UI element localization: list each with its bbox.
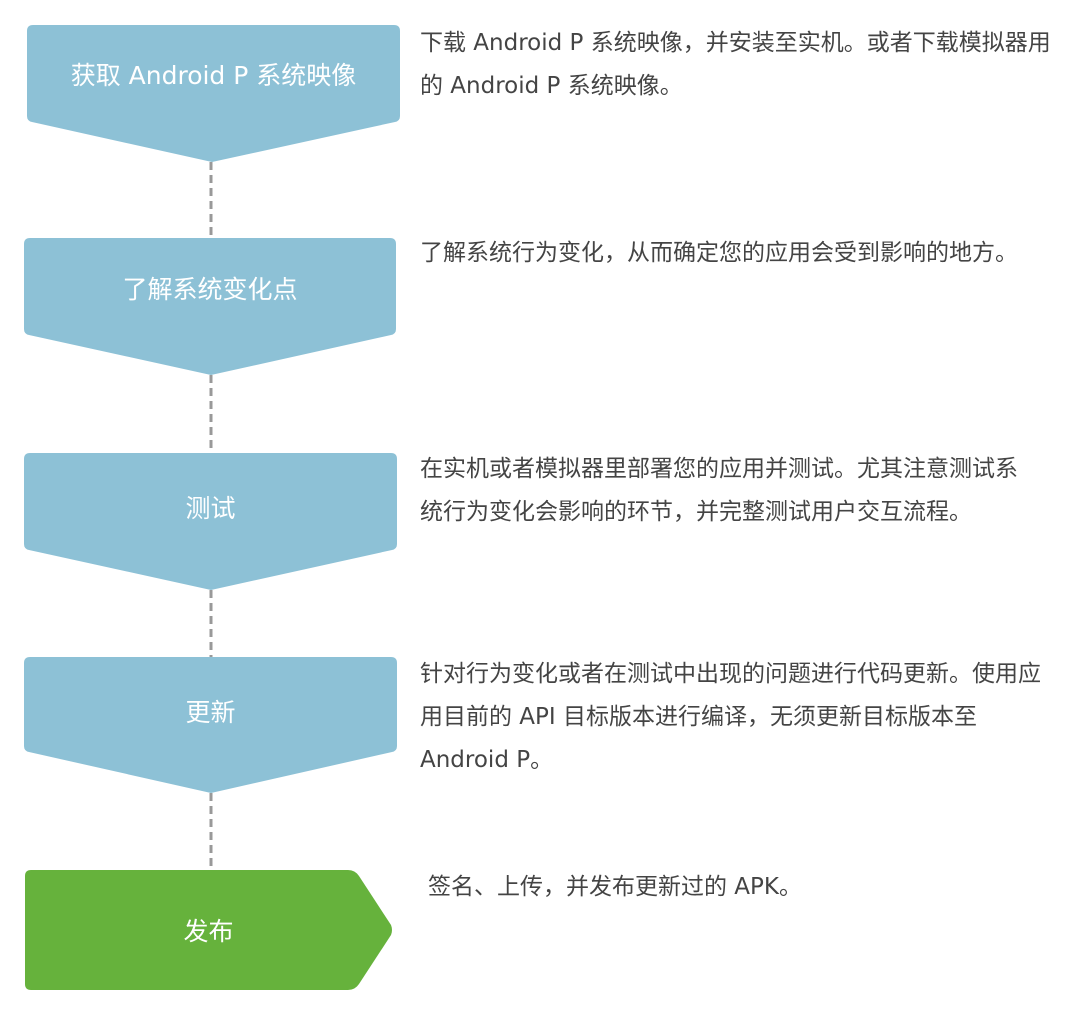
step-label-5: 发布 [183,917,234,946]
step-description-2: 了解系统行为变化，从而确定您的应用会受到影响的地方。 [420,240,1018,266]
step-label-4: 更新 [185,698,236,727]
step-shape-5 [25,870,392,990]
step-description-4: 针对行为变化或者在测试中出现的问题进行代码更新。使用应用目前的 API 目标版本… [420,661,1041,773]
step-shape-4 [24,657,397,793]
step-description-5: 签名、上传，并发布更新过的 APK。 [428,874,802,900]
step-label-2: 了解系统变化点 [122,275,298,304]
step-description-1: 下载 Android P 系统映像，并安装至实机。或者下载模拟器用的 Andro… [420,30,1051,99]
step-shape-3 [24,453,397,590]
step-label-1: 获取 Android P 系统映像 [70,60,357,90]
step-label-3: 测试 [185,494,236,523]
step-shape-1 [27,25,400,162]
step-shape-2 [24,238,396,375]
step-description-3: 在实机或者模拟器里部署您的应用并测试。尤其注意测试系统行为变化会影响的环节，并完… [420,456,1018,525]
